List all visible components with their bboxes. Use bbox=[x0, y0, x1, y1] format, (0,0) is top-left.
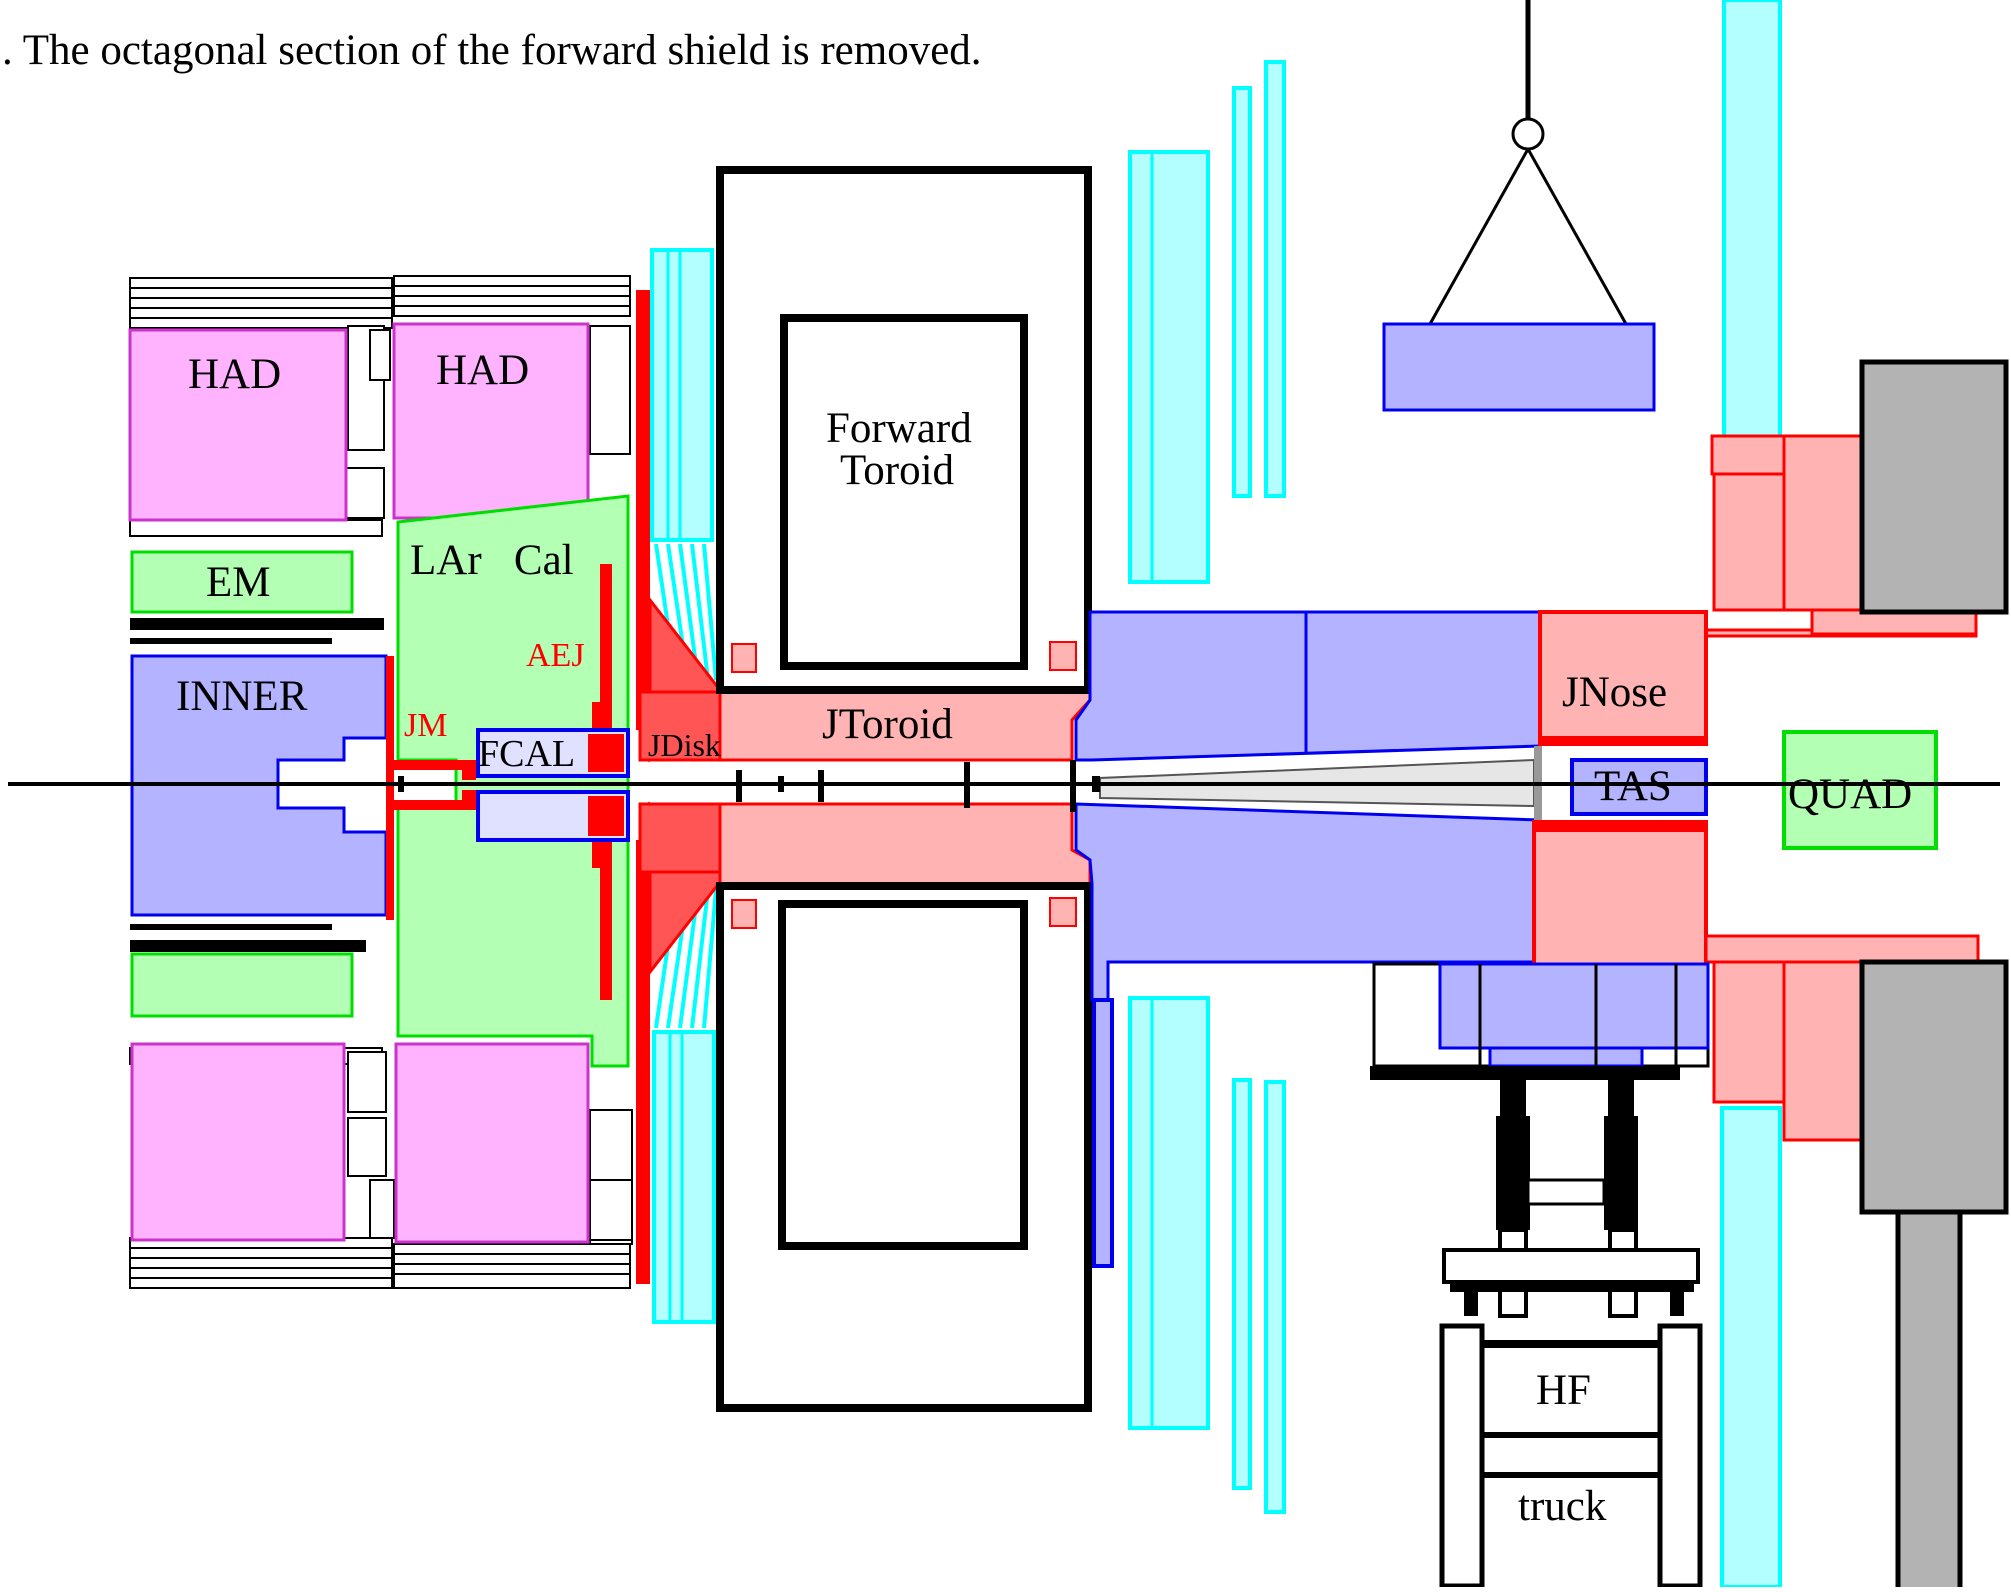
em-plate-bottom-thin bbox=[130, 924, 332, 930]
labels: HAD HAD EM INNER LAr Cal AEJ JM FCAL JDi… bbox=[176, 347, 1912, 1530]
had-left-bottom bbox=[130, 1042, 346, 1242]
em-bottom bbox=[130, 952, 354, 1018]
cyan-shields bbox=[650, 0, 1782, 1589]
truck-support bbox=[1370, 962, 1710, 1589]
em-top bbox=[130, 550, 354, 614]
had-right-bottom bbox=[394, 1042, 590, 1244]
label-had-right: HAD bbox=[436, 347, 529, 394]
hanging-block bbox=[1382, 322, 1656, 412]
label-had-left: HAD bbox=[188, 351, 281, 398]
jnose-lower-block-a bbox=[1712, 960, 1786, 1104]
label-em: EM bbox=[206, 559, 271, 606]
gray-column bbox=[1895, 1209, 1963, 1592]
crane-hook bbox=[1428, 0, 1628, 325]
jtoroid-bottom bbox=[718, 802, 1092, 886]
label-hf: HF bbox=[1536, 1367, 1591, 1414]
label-fcal: FCAL bbox=[478, 733, 575, 775]
forward-toroid-top-inner bbox=[780, 314, 1028, 670]
jm-structure bbox=[386, 656, 476, 920]
jnose-upper-block-a bbox=[1712, 472, 1786, 612]
label-jdisk: JDisk bbox=[648, 727, 721, 763]
blue-shield-top bbox=[1074, 610, 1542, 762]
em-plate-bottom bbox=[130, 940, 366, 952]
label-forward: Forward bbox=[826, 405, 972, 452]
gray-collar bbox=[1534, 746, 1542, 830]
label-truck: truck bbox=[1518, 1483, 1607, 1530]
label-aej: AEJ bbox=[526, 637, 585, 674]
spacer-boxes bbox=[345, 325, 633, 1245]
jnose-upper-block-b bbox=[1782, 434, 1864, 612]
em-plate-top-thin bbox=[130, 638, 332, 644]
beam-line bbox=[8, 760, 2000, 812]
fcal-red-bottom bbox=[588, 796, 624, 836]
had-left-top bbox=[128, 328, 348, 522]
figure-caption: . The octagonal section of the forward s… bbox=[2, 27, 982, 74]
label-jm: JM bbox=[404, 707, 447, 744]
label-toroid: Toroid bbox=[840, 447, 954, 494]
jnose-lower-strip bbox=[1704, 934, 1980, 964]
had-right-top bbox=[392, 322, 590, 520]
em-plate-top bbox=[130, 618, 384, 630]
label-inner: INNER bbox=[176, 673, 308, 720]
jnose-lower-block-b bbox=[1782, 960, 1864, 1142]
label-tas: TAS bbox=[1594, 763, 1672, 810]
label-jnose: JNose bbox=[1562, 669, 1667, 716]
cyan-dividers bbox=[666, 152, 1154, 1428]
jnose-edge-bottom bbox=[1534, 822, 1706, 832]
label-lar-cal: LAr Cal bbox=[410, 537, 574, 584]
quad bbox=[1782, 730, 1938, 850]
gray-block-bottom bbox=[1859, 959, 2009, 1215]
jnose-edge-top bbox=[1540, 736, 1708, 746]
gray-block-top bbox=[1859, 359, 2009, 615]
blue-plate-bottom bbox=[1092, 998, 1114, 1268]
toroid-red-squares bbox=[731, 641, 1077, 929]
tas bbox=[1570, 758, 1708, 816]
jnose-main-bottom bbox=[1532, 820, 1708, 968]
label-jtoroid: JToroid bbox=[822, 701, 953, 748]
fcal-red-top bbox=[588, 734, 624, 772]
label-quad: QUAD bbox=[1788, 771, 1912, 818]
forward-toroid-bottom-inner bbox=[778, 900, 1028, 1250]
aej-bars bbox=[592, 564, 612, 1000]
jdisk-red bbox=[636, 290, 772, 1284]
